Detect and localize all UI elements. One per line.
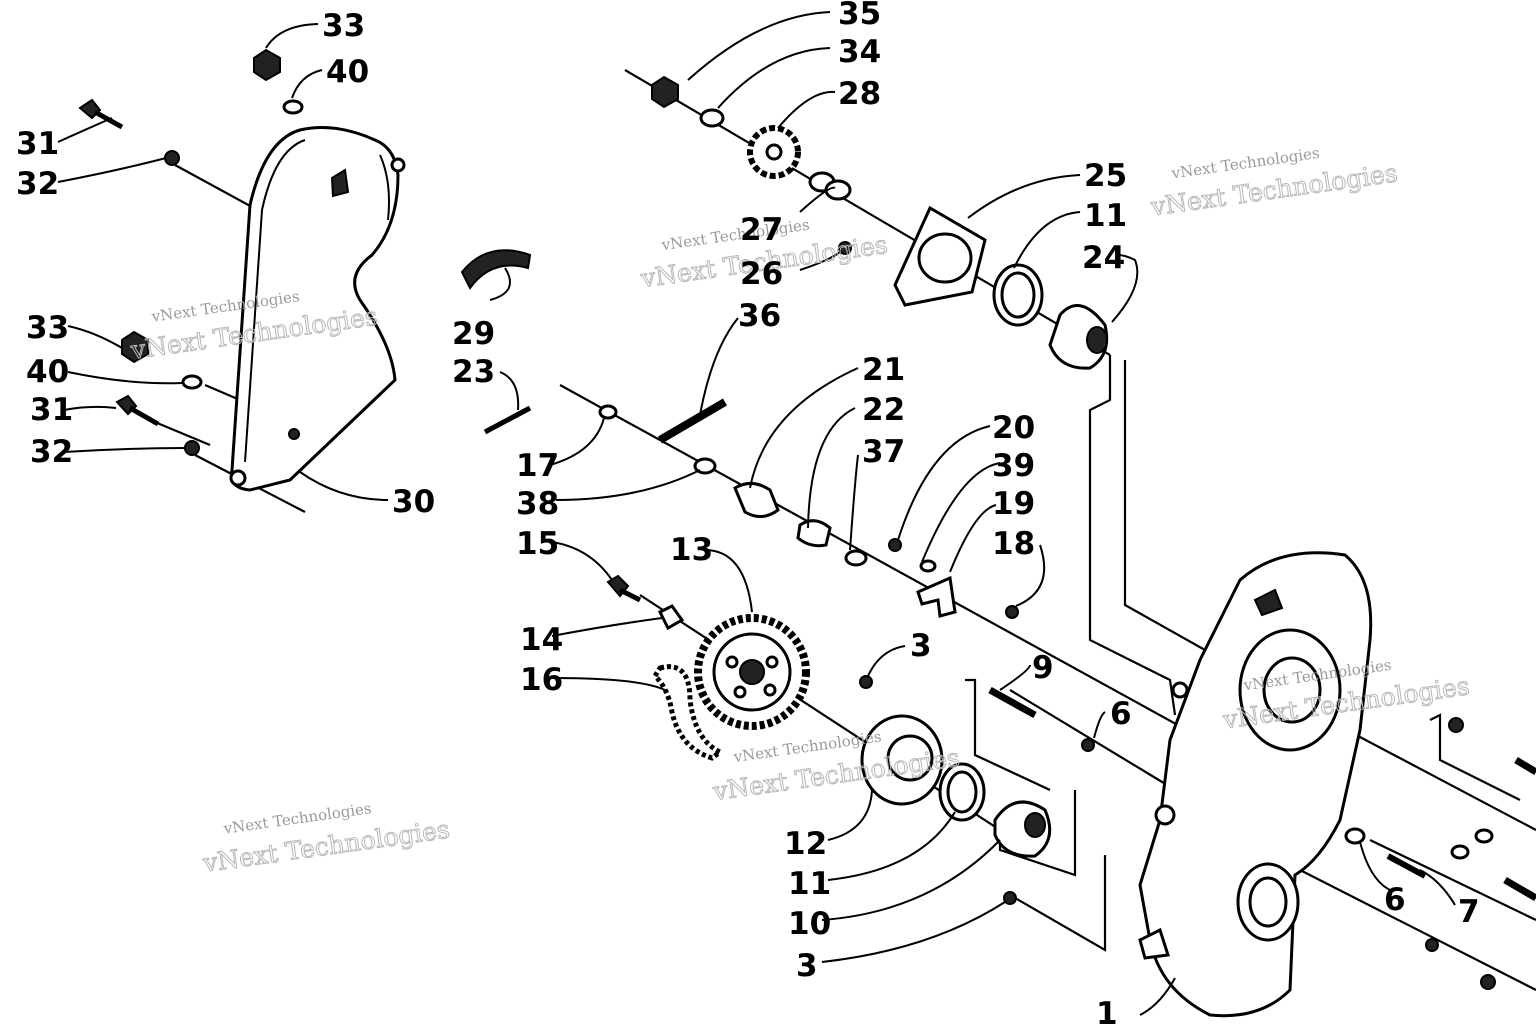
main-housing bbox=[1138, 551, 1373, 1018]
callout-20: 20 bbox=[992, 410, 1035, 446]
callout-31: 31 bbox=[16, 126, 59, 162]
callout-labels: 35 34 28 33 40 31 32 25 11 27 26 24 29 3… bbox=[16, 0, 1480, 1029]
tensioner-parts bbox=[460, 249, 1019, 619]
callout-32: 32 bbox=[16, 166, 59, 202]
callout-24: 24 bbox=[1082, 240, 1125, 276]
callout-15: 15 bbox=[516, 526, 559, 562]
callout-33: 33 bbox=[322, 8, 365, 44]
callout-1: 1 bbox=[1096, 996, 1118, 1024]
callout-40: 40 bbox=[326, 54, 369, 90]
callout-40: 40 bbox=[26, 354, 69, 390]
callout-18: 18 bbox=[992, 526, 1035, 562]
right-edge-parts bbox=[1344, 717, 1536, 990]
callout-25: 25 bbox=[1084, 158, 1127, 194]
lower-bearing-assembly bbox=[859, 675, 1095, 905]
sprocket-and-chain bbox=[606, 574, 810, 761]
callout-6: 6 bbox=[1110, 696, 1132, 732]
cover-hardware bbox=[78, 48, 304, 456]
callout-16: 16 bbox=[520, 662, 563, 698]
callout-21: 21 bbox=[862, 352, 905, 388]
callout-9: 9 bbox=[1032, 650, 1054, 686]
callout-37: 37 bbox=[862, 434, 905, 470]
callout-36: 36 bbox=[738, 298, 781, 334]
callout-19: 19 bbox=[992, 486, 1035, 522]
callout-28: 28 bbox=[838, 76, 881, 112]
callout-14: 14 bbox=[520, 622, 563, 658]
callout-29: 29 bbox=[452, 316, 495, 352]
callout-3: 3 bbox=[910, 628, 932, 664]
callout-30: 30 bbox=[392, 484, 435, 520]
callout-12: 12 bbox=[784, 826, 827, 862]
chain-case-cover bbox=[229, 126, 406, 492]
callout-23: 23 bbox=[452, 354, 495, 390]
callout-33: 33 bbox=[26, 310, 69, 346]
callout-6: 6 bbox=[1384, 882, 1406, 918]
callout-10: 10 bbox=[788, 906, 831, 942]
callout-17: 17 bbox=[516, 448, 559, 484]
bearing-flange-assembly bbox=[893, 205, 1109, 370]
callout-35: 35 bbox=[838, 0, 881, 32]
callout-22: 22 bbox=[862, 392, 905, 428]
callout-39: 39 bbox=[992, 448, 1035, 484]
callout-3: 3 bbox=[796, 948, 818, 984]
callout-38: 38 bbox=[516, 486, 559, 522]
callout-31: 31 bbox=[30, 392, 73, 428]
callout-34: 34 bbox=[838, 34, 881, 70]
callout-13: 13 bbox=[670, 532, 713, 568]
callout-7: 7 bbox=[1458, 894, 1480, 930]
leader-lines bbox=[57, 11, 1456, 1016]
callout-11: 11 bbox=[788, 866, 831, 902]
callout-32: 32 bbox=[30, 434, 73, 470]
callout-26: 26 bbox=[740, 256, 783, 292]
callout-27: 27 bbox=[740, 212, 783, 248]
upper-shaft-parts bbox=[651, 75, 852, 255]
callout-11: 11 bbox=[1084, 198, 1127, 234]
